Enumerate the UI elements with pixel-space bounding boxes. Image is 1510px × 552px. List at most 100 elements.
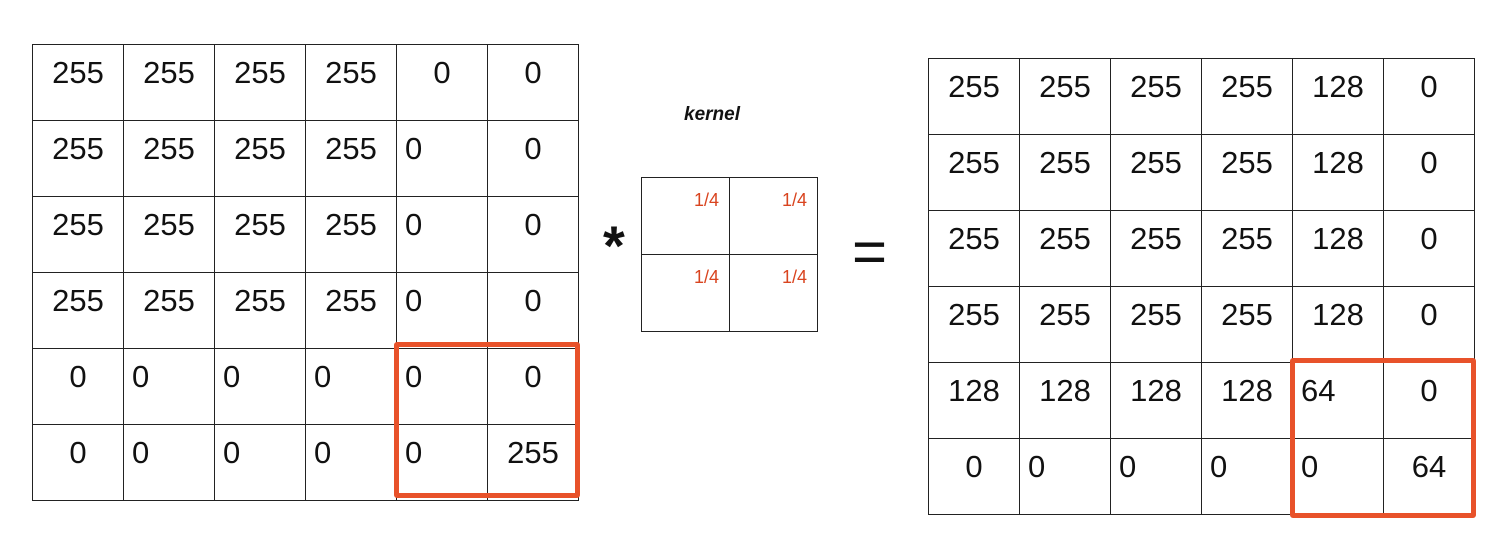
input-matrix-cell: 255: [32, 44, 124, 121]
output-matrix-cell: 255: [1019, 210, 1111, 287]
output-matrix-cell-value: 128: [1312, 221, 1364, 256]
output-matrix-cell: 128: [928, 362, 1020, 439]
output-matrix-cell: 255: [928, 134, 1020, 211]
output-matrix-cell: 0: [1383, 286, 1475, 363]
input-matrix-cell-value: 255: [52, 131, 104, 166]
output-matrix-cell-value: 255: [1221, 221, 1273, 256]
output-matrix-cell-value: 0: [1301, 449, 1319, 484]
kernel-matrix-cell-value: 1/4: [693, 190, 719, 210]
input-matrix-cell-value: 0: [405, 435, 423, 470]
output-matrix-cell: 0: [1292, 438, 1384, 515]
output-matrix-cell-value: 255: [1039, 297, 1091, 332]
kernel-matrix-cell: 1/4: [729, 254, 818, 332]
input-matrix-cell: 255: [214, 272, 306, 349]
output-matrix-cell-value: 64: [1411, 449, 1447, 484]
output-matrix-cell: 255: [928, 58, 1020, 135]
output-matrix-cell-value: 0: [1028, 449, 1046, 484]
output-matrix-cell: 255: [1201, 286, 1293, 363]
input-matrix-cell-value: 0: [405, 131, 423, 166]
input-matrix-cell-value: 255: [52, 55, 104, 90]
output-matrix-cell-value: 128: [1312, 145, 1364, 180]
input-matrix-cell-value: 0: [132, 435, 150, 470]
input-matrix-cell: 255: [305, 120, 397, 197]
output-matrix-cell: 255: [1110, 134, 1202, 211]
output-matrix-cell-value: 128: [948, 373, 1000, 408]
input-matrix-cell: 255: [214, 120, 306, 197]
output-matrix-cell-value: 255: [948, 69, 1000, 104]
output-matrix-cell-value: 0: [965, 449, 983, 484]
kernel-matrix-cell-value: 1/4: [781, 190, 807, 210]
input-matrix-cell: 0: [305, 348, 397, 425]
output-matrix-cell-value: 64: [1301, 373, 1336, 408]
input-matrix-cell-value: 0: [132, 359, 150, 394]
input-matrix-cell: 0: [396, 196, 488, 273]
input-matrix-cell-value: 255: [234, 283, 286, 318]
kernel-matrix-cell: 1/4: [729, 177, 818, 255]
input-matrix-cell-value: 255: [325, 131, 377, 166]
input-matrix-cell: 255: [214, 44, 306, 121]
input-matrix-cell-value: 0: [433, 55, 451, 90]
output-matrix-cell-value: 255: [1039, 145, 1091, 180]
output-matrix-cell: 0: [1383, 134, 1475, 211]
input-matrix-cell: 0: [396, 272, 488, 349]
input-matrix-cell: 0: [214, 424, 306, 501]
output-matrix-cell: 0: [1383, 362, 1475, 439]
output-matrix-cell-value: 128: [1312, 69, 1364, 104]
input-matrix-cell: 255: [214, 196, 306, 273]
input-matrix-cell: 255: [32, 196, 124, 273]
output-matrix-cell: 255: [928, 210, 1020, 287]
input-matrix-cell: 0: [487, 120, 579, 197]
input-matrix-cell: 255: [32, 120, 124, 197]
input-matrix-cell-value: 0: [405, 283, 423, 318]
output-matrix-cell-value: 0: [1420, 221, 1438, 256]
convolution-operator: *: [603, 214, 625, 277]
output-matrix-cell: 128: [1019, 362, 1111, 439]
output-matrix-cell-value: 0: [1420, 69, 1438, 104]
input-matrix-row: 255 255 255 255 0 0: [32, 120, 579, 197]
output-matrix-cell-value: 255: [1221, 69, 1273, 104]
output-matrix-cell-value: 255: [1039, 221, 1091, 256]
output-matrix-cell-value: 128: [1130, 373, 1182, 408]
output-matrix-cell: 255: [1110, 58, 1202, 135]
output-matrix-cell-value: 0: [1210, 449, 1228, 484]
input-matrix-cell: 255: [305, 44, 397, 121]
input-matrix-cell-value: 255: [143, 283, 195, 318]
input-matrix-cell-value: 0: [223, 435, 241, 470]
input-matrix-cell: 0: [32, 348, 124, 425]
output-matrix-cell: 128: [1292, 58, 1384, 135]
input-matrix-cell: 255: [305, 272, 397, 349]
input-matrix-cell-value: 0: [314, 435, 332, 470]
input-matrix-cell-value: 255: [234, 131, 286, 166]
kernel-matrix-cell-value: 1/4: [781, 267, 807, 287]
output-matrix-cell-value: 128: [1312, 297, 1364, 332]
output-matrix-cell: 0: [1019, 438, 1111, 515]
input-matrix-cell-value: 255: [325, 283, 377, 318]
input-matrix-cell-value: 255: [325, 55, 377, 90]
output-matrix-cell-value: 255: [948, 221, 1000, 256]
output-matrix-cell-value: 0: [1420, 373, 1438, 408]
output-matrix-cell-value: 0: [1420, 145, 1438, 180]
output-matrix-cell-value: 0: [1119, 449, 1137, 484]
output-matrix-cell: 255: [1110, 210, 1202, 287]
input-matrix-cell: 255: [487, 424, 579, 501]
input-matrix-cell-value: 0: [223, 359, 241, 394]
input-matrix-cell-value: 255: [234, 207, 286, 242]
input-matrix-cell: 255: [123, 272, 215, 349]
input-matrix-cell-value: 0: [524, 359, 542, 394]
output-matrix-cell: 255: [1201, 210, 1293, 287]
input-matrix-cell-value: 255: [325, 207, 377, 242]
input-matrix-cell-value: 255: [52, 283, 104, 318]
output-matrix-cell: 0: [1110, 438, 1202, 515]
input-matrix-cell: 0: [487, 44, 579, 121]
input-matrix-cell-value: 255: [143, 131, 195, 166]
output-matrix-row: 255 255 255 255 128 0: [928, 210, 1475, 287]
input-matrix-cell-value: 255: [52, 207, 104, 242]
